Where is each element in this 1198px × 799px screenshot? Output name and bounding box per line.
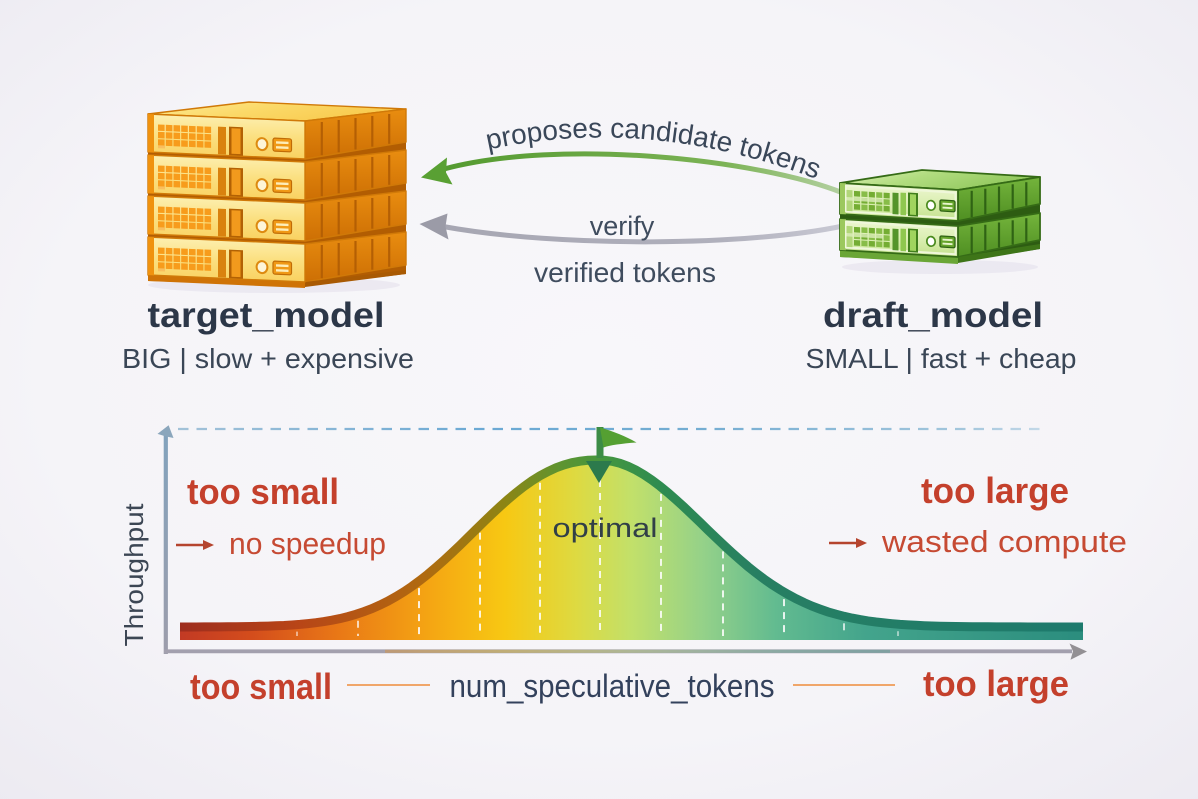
svg-text:too large: too large: [921, 470, 1069, 511]
svg-text:too small: too small: [187, 471, 339, 512]
svg-text:target_model: target_model: [148, 296, 385, 335]
svg-text:optimal: optimal: [553, 513, 658, 543]
svg-text:Throughput: Throughput: [119, 503, 149, 647]
svg-text:no speedup: no speedup: [229, 526, 386, 561]
svg-text:num_speculative_tokens: num_speculative_tokens: [450, 668, 775, 704]
svg-text:too large: too large: [923, 663, 1069, 704]
svg-text:draft_model: draft_model: [823, 296, 1043, 335]
svg-text:too small: too small: [190, 666, 332, 707]
svg-text:verify: verify: [590, 211, 655, 241]
svg-text:BIG | slow + expensive: BIG | slow + expensive: [122, 343, 414, 374]
svg-text:SMALL | fast + cheap: SMALL | fast + cheap: [806, 343, 1077, 374]
svg-text:wasted compute: wasted compute: [881, 524, 1127, 559]
svg-text:verified tokens: verified tokens: [534, 257, 716, 288]
